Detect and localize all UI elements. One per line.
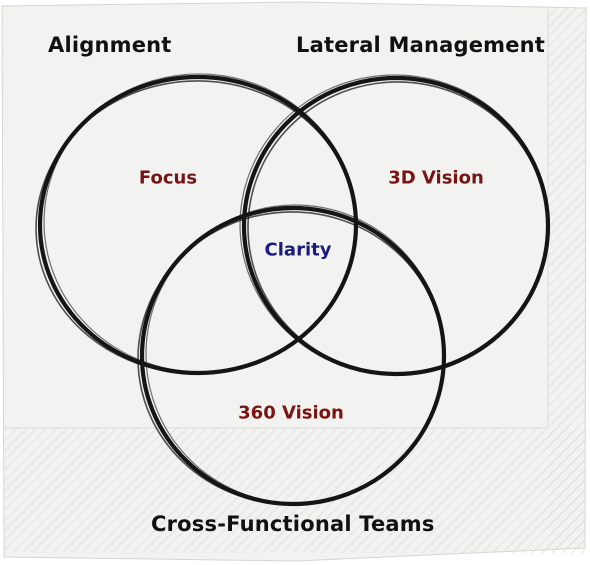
set-label-lateral-management: Lateral Management [296, 33, 546, 57]
region-label-3d-vision: 3D Vision [388, 167, 484, 189]
circle-cross-functional-teams [137, 204, 447, 507]
circle-lateral-management [239, 74, 551, 377]
region-label-clarity: Clarity [264, 239, 332, 261]
set-label-alignment: Alignment [48, 33, 172, 57]
napkin-emboss-bottom [4, 428, 585, 553]
region-label-focus: Focus [138, 167, 198, 189]
region-label-360-vision: 360 Vision [238, 402, 344, 424]
set-label-cross-functional-teams: Cross-Functional Teams [151, 512, 435, 536]
